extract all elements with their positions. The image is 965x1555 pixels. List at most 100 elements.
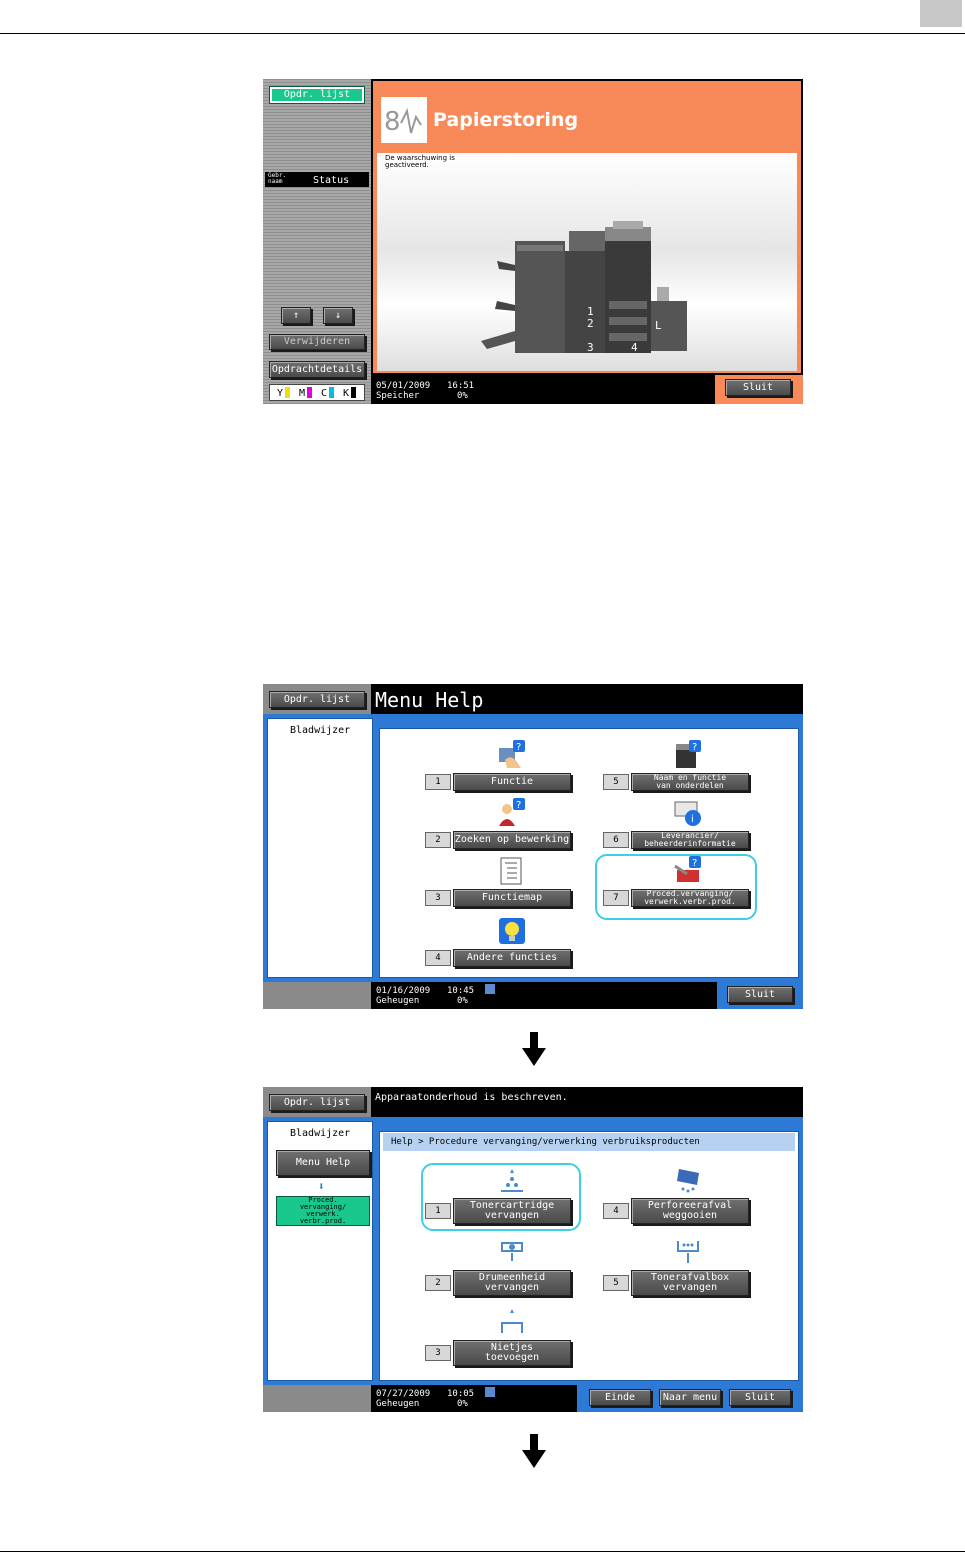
scroll-down-button[interactable]: ↓: [323, 307, 353, 324]
left-sidebar: [263, 79, 371, 404]
job-details-button[interactable]: Opdrachtdetails: [269, 361, 365, 378]
date: 05/01/2009: [376, 381, 431, 391]
machine-help-icon: ?: [676, 740, 701, 768]
status-bar: 07/27/2009 10:05 Geheugen 0%: [373, 1385, 577, 1412]
supplier-info-button[interactable]: Leverancier/ beheerderinformatie: [631, 831, 749, 849]
footer-rule: [0, 1551, 965, 1552]
waste-toner-box-icon: [677, 1241, 699, 1263]
replace-toner-button[interactable]: Tonercartridge vervangen: [453, 1198, 571, 1224]
menu-item-4[interactable]: 4 Andere functies: [425, 916, 575, 972]
toner-bar-y: [285, 387, 290, 398]
item-number: 3: [425, 1345, 451, 1361]
menu-item-7[interactable]: ? 7 Proced.vervanging/ verwerk.verbr.pro…: [603, 856, 753, 912]
footer-sidebar: [263, 1385, 371, 1412]
svg-text:?: ?: [516, 800, 521, 811]
menu-help-nav-button[interactable]: Menu Help: [276, 1150, 370, 1176]
alert-title: Papierstoring: [433, 109, 579, 131]
current-nav-button[interactable]: Proced. vervanging/ verwerk. verbr.prod.: [276, 1196, 370, 1226]
consumable-item-2[interactable]: 2 Drumeenheid vervangen: [425, 1237, 575, 1297]
other-functions-button[interactable]: Andere functies: [453, 949, 571, 967]
menu-panel: [379, 1131, 799, 1381]
add-staples-button[interactable]: Nietjes toevoegen: [453, 1340, 571, 1366]
svg-text:i: i: [691, 814, 694, 825]
bookmark-tab[interactable]: Bladwijzer: [290, 725, 351, 736]
memory-value: 0%: [457, 391, 468, 401]
alert-header: 8 Papierstoring: [377, 85, 797, 151]
toner-bar-m: [307, 387, 312, 398]
item-number: 1: [425, 1203, 451, 1219]
time: 10:05: [447, 1389, 475, 1399]
job-list-button[interactable]: Opdr. lijst: [269, 86, 365, 104]
part-names-button[interactable]: Naam en functie van onderdelen: [631, 773, 749, 791]
staples-icon: [501, 1309, 523, 1333]
toner-label-y: Y: [277, 388, 284, 399]
item-number: 5: [603, 774, 629, 790]
arrow-down-icon: [522, 1434, 546, 1468]
end-button[interactable]: Einde: [589, 1389, 651, 1406]
paper-jam-icon: 8: [381, 97, 427, 143]
nav-arrow-down-icon: ⬇: [318, 1180, 325, 1193]
memory-label: Geheugen: [376, 996, 420, 1006]
arrow-up-icon: ↑: [292, 309, 300, 321]
job-list-button[interactable]: Opdr. lijst: [269, 1094, 365, 1111]
menu-item-3[interactable]: 3 Functiemap: [425, 856, 575, 912]
svg-text:?: ?: [692, 742, 697, 753]
item-number: 2: [425, 832, 451, 848]
consumables-procedure-button[interactable]: Proced.vervanging/ verwerk.verbr.prod.: [631, 889, 749, 907]
alert-body: De waarschuwing is geactiveerd. 1 2: [377, 153, 797, 371]
highlight-ring: [595, 854, 757, 920]
alert-panel: 8 Papierstoring De waarschuwing is geact…: [373, 81, 801, 373]
toner-label-c: C: [321, 388, 328, 399]
consumable-item-1[interactable]: 1 Tonercartridge vervangen: [425, 1165, 575, 1225]
status-bar: 01/16/2009 10:45 Geheugen 0%: [373, 982, 717, 1009]
page-title: Apparaatonderhoud is beschreven.: [375, 1092, 568, 1103]
to-menu-button[interactable]: Naar menu: [659, 1389, 721, 1406]
machine-label-4: 4: [631, 341, 638, 354]
punch-waste-icon: [677, 1169, 699, 1193]
network-icon: [485, 984, 495, 994]
item-number: 7: [603, 890, 629, 906]
close-button[interactable]: Sluit: [729, 1389, 791, 1406]
breadcrumb-text: Help > Procedure vervanging/verwerking v…: [391, 1137, 700, 1147]
page-corner-tab: [920, 0, 962, 27]
consumable-item-3[interactable]: 3 Nietjes toevoegen: [425, 1307, 575, 1367]
menu-item-6[interactable]: i 6 Leverancier/ beheerderinformatie: [603, 798, 753, 854]
user-status-header: Gebr. naam Status: [265, 172, 369, 187]
alert-message: De waarschuwing is geactiveerd.: [385, 154, 455, 169]
memory-value: 0%: [457, 1399, 468, 1409]
status-label: Status: [313, 175, 350, 186]
toner-label-k: K: [343, 388, 350, 399]
toner-bar-k: [351, 387, 356, 398]
arrow-down-icon: ↓: [334, 309, 342, 321]
bookmark-tab[interactable]: Bladwijzer: [290, 1128, 351, 1139]
item-number: 5: [603, 1275, 629, 1291]
screen-paper-jam: Opdr. lijst Gebr. naam Status ↑ ↓ Verwij…: [263, 79, 803, 404]
consumable-item-5[interactable]: 5 Tonerafvalbox vervangen: [603, 1237, 753, 1297]
svg-text:?: ?: [516, 742, 521, 753]
function-map-button[interactable]: Functiemap: [453, 889, 571, 907]
scroll-up-button[interactable]: ↑: [281, 307, 311, 324]
close-button[interactable]: Sluit: [727, 986, 793, 1003]
time: 10:45: [447, 986, 475, 996]
person-help-icon: ?: [499, 798, 525, 826]
toner-bar-c: [329, 387, 334, 398]
machine-label-2: 2: [587, 317, 594, 330]
memory-label: Geheugen: [376, 1399, 420, 1409]
delete-button[interactable]: Verwijderen: [269, 334, 365, 350]
menu-item-2[interactable]: ? 2 Zoeken op bewerking: [425, 798, 575, 854]
close-button[interactable]: Sluit: [725, 379, 791, 396]
toolbox-help-icon: ?: [674, 856, 701, 882]
drum-unit-icon: [501, 1242, 523, 1261]
job-list-button[interactable]: Opdr. lijst: [269, 691, 365, 708]
menu-item-1[interactable]: ? 1 Functie: [425, 740, 575, 796]
hand-help-icon: ?: [499, 740, 525, 768]
empty-punch-waste-button[interactable]: Perforeerafval weggooien: [631, 1198, 749, 1224]
search-by-operation-button[interactable]: Zoeken op bewerking: [453, 831, 571, 849]
tree-map-icon: [500, 857, 522, 885]
replace-waste-toner-button[interactable]: Tonerafvalbox vervangen: [631, 1270, 749, 1296]
menu-item-5[interactable]: ? 5 Naam en functie van onderdelen: [603, 740, 753, 796]
screen-menu-help: Opdr. lijst Menu Help Bladwijzer ? 1 Fun…: [263, 684, 803, 1009]
replace-drum-button[interactable]: Drumeenheid vervangen: [453, 1270, 571, 1296]
function-button[interactable]: Functie: [453, 773, 571, 791]
consumable-item-4[interactable]: 4 Perforeerafval weggooien: [603, 1165, 753, 1225]
